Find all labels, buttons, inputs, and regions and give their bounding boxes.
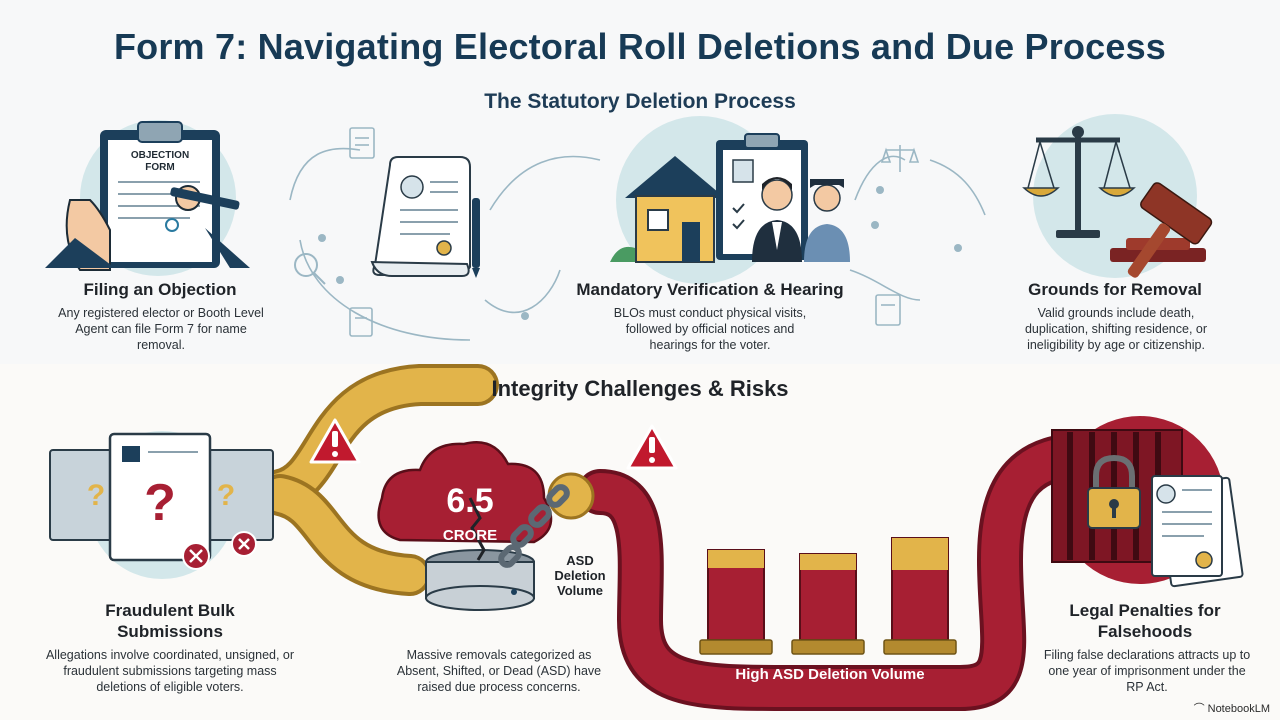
card-title-grounds: Grounds for Removal xyxy=(1028,280,1202,299)
scroll-icon xyxy=(370,156,480,278)
small-scales-icon xyxy=(880,145,920,172)
section-heading-statutory: The Statutory Deletion Process xyxy=(484,90,796,113)
asd-label-line-2: Deletion xyxy=(554,568,605,583)
cloud-icon: 6.5 CRORE xyxy=(377,441,553,561)
gavel-icon xyxy=(1110,182,1213,278)
pipe-label: High ASD Deletion Volume xyxy=(735,666,924,683)
question-doc-icon: ? ? ? xyxy=(49,431,274,579)
lock-icon xyxy=(1087,454,1141,529)
card-title-fraudulent: Fraudulent Bulk Submissions xyxy=(105,601,235,641)
card-desc-penalties: Filing false declarations attracts up to… xyxy=(1043,648,1251,694)
svg-text:?: ? xyxy=(217,479,235,512)
card-title-penalties: Legal Penalties for Falsehoods xyxy=(1069,601,1221,641)
cylinder-3 xyxy=(883,537,957,655)
watermark-text: NotebookLM xyxy=(1207,703,1270,715)
asd-label-line-1: ASD xyxy=(566,553,593,568)
asd-label: ASD Deletion Volume xyxy=(554,553,605,598)
card-desc-verification: BLOs must conduct physical visits, follo… xyxy=(613,306,807,352)
small-doc-icon xyxy=(349,127,901,337)
clipboard-icon: OBJECTION FORM xyxy=(45,120,250,276)
card-desc-fraudulent: Allegations involve coordinated, unsigne… xyxy=(45,648,295,694)
watermark: ⌒NotebookLM xyxy=(1194,700,1270,716)
crimson-pipe xyxy=(577,432,1113,712)
page-title: Form 7: Navigating Electoral Roll Deleti… xyxy=(113,26,1167,67)
asd-label-line-3: Volume xyxy=(557,583,603,598)
card-title-filing-objection: Filing an Objection xyxy=(83,280,237,299)
magnifier-icon xyxy=(294,253,326,285)
cylinder-2 xyxy=(791,553,865,655)
cloud-unit: CRORE xyxy=(443,527,497,544)
connector-dots xyxy=(318,186,962,320)
clipboard-label-1: OBJECTION xyxy=(131,150,189,161)
cylinder-1 xyxy=(699,549,773,655)
penalty-document-icon xyxy=(1151,475,1244,588)
officer-icon xyxy=(752,177,850,262)
section-heading-integrity: Integrity Challenges & Risks xyxy=(491,376,789,401)
chain-icon xyxy=(498,472,595,568)
svg-text:?: ? xyxy=(144,474,176,532)
database-icon xyxy=(425,549,535,611)
notebooklm-logo-icon: ⌒ xyxy=(1193,703,1205,715)
asd-cylinders xyxy=(699,537,957,655)
svg-text:?: ? xyxy=(87,479,105,512)
card-title-verification: Mandatory Verification & Hearing xyxy=(576,280,844,299)
card-desc-massive-removals: Massive removals categorized as Absent, … xyxy=(396,648,602,694)
warning-icon xyxy=(309,418,678,470)
card-desc-filing-objection: Any registered elector or Booth Level Ag… xyxy=(58,306,264,352)
clipboard-label-2: FORM xyxy=(145,162,174,173)
card-desc-grounds: Valid grounds include death, duplication… xyxy=(1024,306,1208,352)
cloud-number: 6.5 xyxy=(446,482,493,520)
pen-icon xyxy=(165,187,240,232)
